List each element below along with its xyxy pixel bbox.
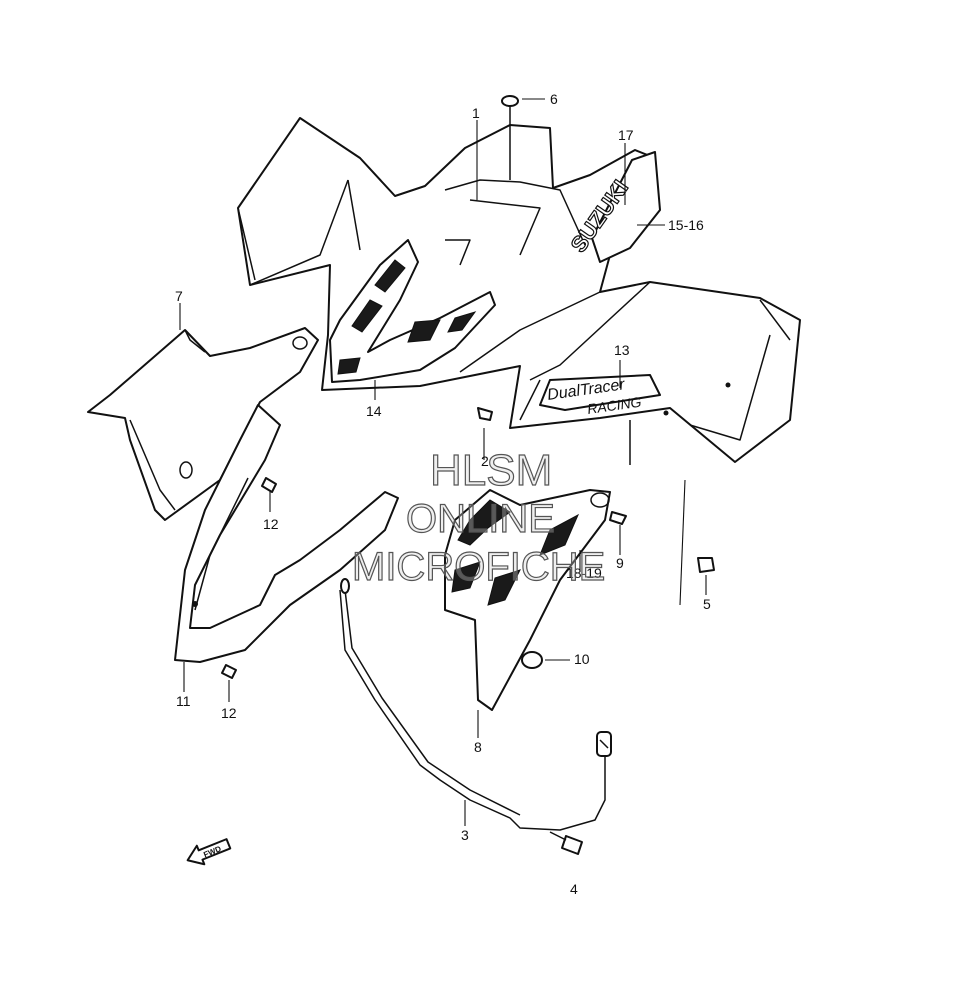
callout-2: 2 <box>481 453 489 469</box>
callout-17: 17 <box>618 127 634 143</box>
screw-part-12b <box>221 664 237 679</box>
callout-8: 8 <box>474 739 482 755</box>
callout-14: 14 <box>366 403 382 419</box>
callout-labels: 1 2 3 4 5 6 7 8 9 10 11 12 12 13 14 15-1… <box>175 91 711 897</box>
front-fender-part-1 <box>237 117 801 465</box>
left-side-decal-part-14 <box>329 239 496 383</box>
screw-part-2 <box>477 407 493 421</box>
right-side-decal-part-13: DualTracer RACING <box>539 374 661 417</box>
callout-10: 10 <box>574 651 590 667</box>
watermark: HLSM ONLINE MICROFICHE <box>351 445 606 589</box>
callout-4: 4 <box>570 881 578 897</box>
left-panel-part-11 <box>174 404 399 663</box>
bolt-part-4 <box>549 831 583 855</box>
callout-12-lower: 12 <box>221 705 237 721</box>
rivet-part-10 <box>521 651 543 669</box>
bracket-part-3 <box>339 578 612 831</box>
left-shield-part-7 <box>87 327 319 521</box>
callout-9: 9 <box>616 555 624 571</box>
callout-1: 1 <box>472 105 480 121</box>
callout-3: 3 <box>461 827 469 843</box>
callout-11: 11 <box>176 693 191 709</box>
watermark-line-3: MICROFICHE <box>352 545 605 589</box>
leader-lines <box>179 98 707 826</box>
plug-part-6 <box>501 95 519 180</box>
model-decal-text-2: RACING <box>586 394 642 417</box>
callout-18-19: 18-19 <box>566 565 602 581</box>
center-panel-part-8 <box>444 489 611 711</box>
callout-6: 6 <box>550 91 558 107</box>
watermark-line-1: HLSM <box>430 446 552 495</box>
callout-15-16: 15-16 <box>668 217 704 233</box>
callout-5: 5 <box>703 596 711 612</box>
screw-part-9 <box>609 511 627 525</box>
nut-part-5 <box>697 557 715 573</box>
watermark-line-2: ONLINE <box>406 497 555 541</box>
fwd-label: FWD <box>202 844 222 859</box>
callout-12-upper: 12 <box>263 516 279 532</box>
callout-7: 7 <box>175 288 183 304</box>
fwd-arrow-icon: FWD <box>186 838 232 866</box>
callout-13: 13 <box>614 342 630 358</box>
screw-part-12a <box>261 477 277 493</box>
